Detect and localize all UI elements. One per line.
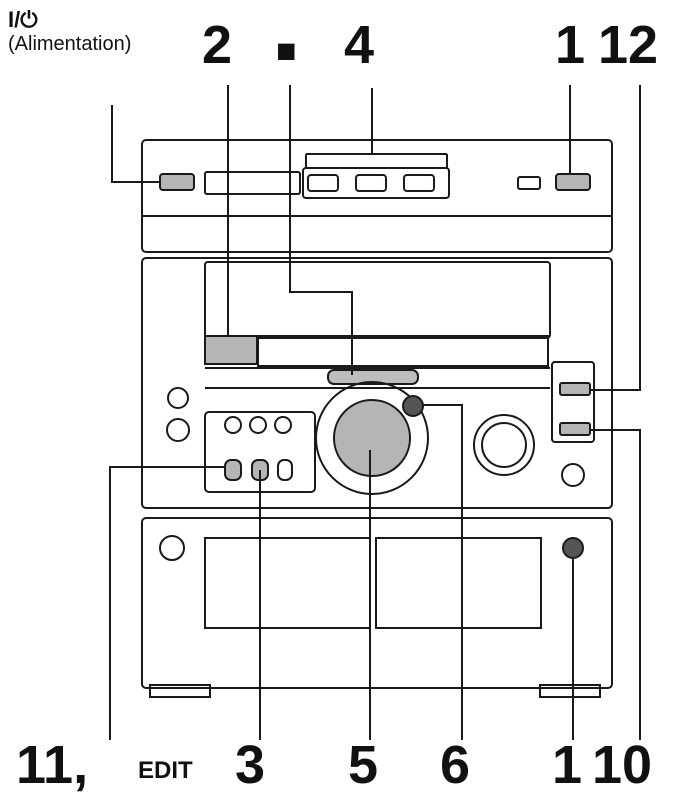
callout-12-top: 12	[598, 15, 659, 75]
right-panel	[551, 361, 595, 443]
button-11	[224, 459, 242, 481]
power-leader	[111, 105, 160, 183]
small-led	[517, 176, 541, 190]
power-symbol: I/⏻	[8, 7, 38, 32]
callout-10-bottom: 10	[592, 735, 653, 795]
button-12	[559, 382, 591, 396]
leader-10	[590, 429, 641, 740]
top-unit-body	[141, 139, 613, 253]
leader-stop	[289, 85, 353, 375]
power-label: I/⏻ (Alimentation)	[8, 8, 131, 56]
callout-5-bottom: 5	[348, 735, 379, 795]
disc-select-buttons	[307, 174, 435, 192]
callout-1-bottom: 1	[552, 735, 583, 795]
right-small-button	[561, 463, 585, 487]
power-text: (Alimentation)	[8, 33, 132, 55]
tape-deck-left	[204, 537, 371, 629]
callout-11-bottom: 11,	[16, 735, 89, 795]
tape-deck-right	[375, 537, 542, 629]
stop-button	[327, 369, 419, 385]
open-close-button	[555, 173, 591, 191]
jog-dial	[333, 399, 411, 477]
callout-2-top: 2	[202, 15, 233, 75]
display-window	[204, 261, 551, 339]
button-2-box	[204, 335, 258, 365]
power-button	[159, 173, 195, 191]
callout-1-top: 1	[555, 15, 586, 75]
callout-stop: ■	[276, 32, 297, 70]
cd-tray	[257, 335, 549, 367]
leader-4	[305, 88, 448, 168]
disc-slot	[204, 171, 301, 195]
button-6	[402, 395, 424, 417]
callout-4-top: 4	[344, 15, 375, 75]
leader-12	[590, 85, 641, 391]
jog-dial-ring	[315, 381, 429, 495]
bottom-unit-body	[141, 517, 613, 689]
callout-edit: EDIT	[138, 757, 193, 784]
left-tape-button	[159, 535, 185, 561]
middle-unit-body	[141, 257, 613, 509]
mic-jack	[166, 418, 190, 442]
leader-6	[423, 404, 463, 740]
disc-button-frame	[302, 167, 450, 199]
headphone-jack	[167, 387, 189, 409]
button-1-bottom	[562, 537, 584, 559]
callout-6-bottom: 6	[440, 735, 471, 795]
leader-11	[109, 466, 225, 740]
callout-3-bottom: 3	[235, 735, 266, 795]
button-10	[559, 422, 591, 436]
volume-knob	[473, 414, 535, 476]
